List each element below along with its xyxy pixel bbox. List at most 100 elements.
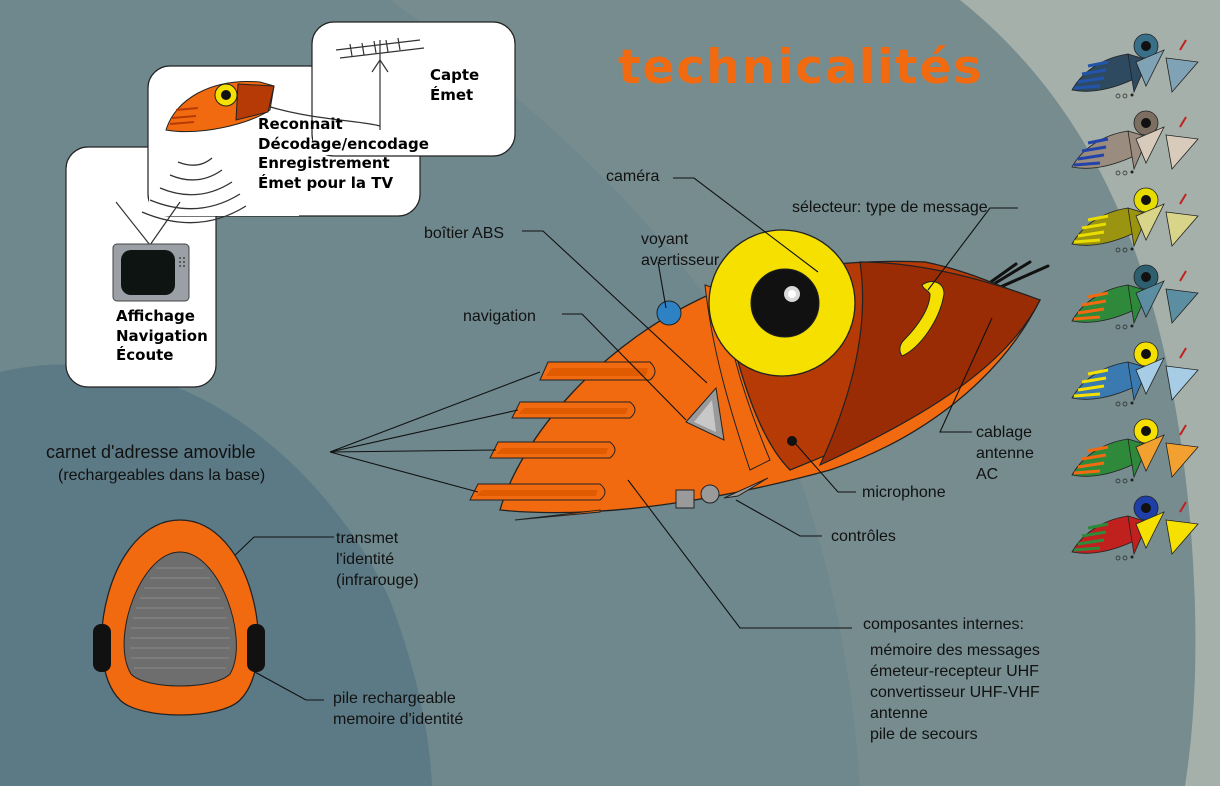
color-variant-blue	[1071, 341, 1199, 407]
color-variant-part	[1135, 203, 1165, 241]
color-variant-part	[1122, 170, 1128, 176]
color-variant-part	[1165, 288, 1199, 324]
device-box-line: Décodage/encodage	[258, 134, 429, 153]
color-variant-part	[1135, 126, 1165, 164]
battery-line: pile rechargeable	[333, 690, 456, 707]
color-variant-part	[1115, 478, 1121, 484]
color-variant-part	[1122, 478, 1128, 484]
tv-antenna-icon	[115, 201, 181, 246]
tv-box-line: Écoute	[116, 346, 174, 364]
color-variant-part	[1115, 170, 1121, 176]
controls-label: contrôles	[831, 528, 896, 545]
internal-component-item: antenne	[870, 705, 928, 722]
color-variant-part	[1073, 522, 1109, 552]
color-variant-part	[1073, 368, 1109, 398]
color-variant-part	[1115, 555, 1121, 561]
color-variant-taupe	[1071, 110, 1199, 176]
abs-case-label: boîtier ABS	[424, 225, 505, 242]
color-variant-part	[1141, 503, 1151, 513]
color-variant-part	[1115, 401, 1121, 407]
color-variant-part	[1179, 424, 1187, 436]
color-variant-part	[1115, 324, 1121, 330]
color-variant-part	[1130, 93, 1134, 97]
device-box-line: Enregistrement	[258, 154, 390, 172]
color-variant-part	[1165, 519, 1199, 555]
color-variant-green	[1071, 264, 1199, 330]
color-variant-part	[1130, 478, 1134, 482]
microphone-label: microphone	[862, 484, 946, 501]
color-variant-part	[1165, 134, 1199, 170]
control-circle	[700, 484, 720, 504]
color-variant-part	[1165, 442, 1199, 478]
color-variant-part	[1130, 401, 1134, 405]
main-device	[469, 229, 1050, 521]
identity-line: (infrarouge)	[336, 572, 419, 589]
selector-label: sélecteur: type de message	[792, 199, 988, 216]
color-variant-part	[1179, 501, 1187, 513]
color-variant-part	[1179, 39, 1187, 51]
address-book-label: carnet d'adresse amovible	[46, 442, 256, 462]
color-variant-part	[1141, 349, 1151, 359]
antenna-box-line: Capte	[430, 66, 480, 84]
device-box-line: Reconnait	[258, 115, 343, 133]
identity-line: l'identité	[336, 551, 395, 568]
mini-device-icon	[165, 81, 275, 133]
warning-light-line: voyant	[641, 231, 689, 248]
tv-box-line: Navigation	[116, 326, 208, 345]
cable-line: antenne	[976, 445, 1034, 462]
address-book-remote	[93, 519, 265, 716]
color-variant-olive	[1071, 187, 1199, 253]
leader-lines	[177, 177, 1018, 701]
warning-light-line: avertisseur	[641, 252, 720, 269]
color-variant-part	[1122, 555, 1128, 561]
color-variant-part	[1135, 511, 1165, 549]
internal-component-item: émeteur-recepteur UHF	[870, 663, 1039, 680]
navigation-label: navigation	[463, 308, 536, 325]
antenna-box-text: Capte Émet	[430, 66, 479, 105]
color-variant-part	[1179, 270, 1187, 282]
color-variant-part	[1122, 247, 1128, 253]
address-book-note: (rechargeables dans la base)	[58, 467, 266, 484]
color-variant-part	[1141, 41, 1151, 51]
selector-switch	[899, 281, 945, 357]
control-square	[675, 489, 695, 509]
color-variant-part	[1135, 280, 1165, 318]
internal-component-item: pile de secours	[870, 726, 978, 743]
identity-line: transmet	[336, 530, 399, 547]
color-variant-part	[1165, 365, 1199, 401]
color-variant-part	[1073, 445, 1109, 475]
color-variant-part	[1073, 60, 1109, 90]
signal-waves-icon	[141, 157, 247, 224]
color-variant-part	[1130, 247, 1134, 251]
camera-label: caméra	[606, 168, 660, 185]
internal-component-item: mémoire des messages	[870, 642, 1040, 659]
color-variant-part	[1141, 272, 1151, 282]
color-variant-part	[1115, 247, 1121, 253]
cable-line: cablage	[976, 424, 1033, 441]
color-variant-part	[1135, 357, 1165, 395]
color-variant-part	[1141, 195, 1151, 205]
identity-label: transmet l'identité (infrarouge)	[336, 528, 419, 591]
color-variant-part	[1122, 324, 1128, 330]
antenna-box-line: Émet	[430, 85, 474, 104]
microphone-hole	[787, 436, 797, 446]
warning-light-label: voyant avertisseur	[641, 229, 719, 271]
color-variant-part	[1165, 211, 1199, 247]
color-variant-part	[1073, 214, 1109, 244]
color-variant-part	[1073, 137, 1109, 167]
tv-box-text: Affichage Navigation Écoute	[116, 307, 208, 366]
color-variant-part	[1130, 324, 1134, 328]
device-box-text: Reconnait Décodage/encodage Enregistreme…	[258, 115, 429, 193]
color-variants	[1071, 33, 1199, 561]
color-variant-part	[1141, 118, 1151, 128]
control-triangle	[723, 477, 769, 499]
color-variant-navy	[1071, 33, 1199, 99]
color-variant-part	[1115, 93, 1121, 99]
internal-components-title: composantes internes:	[863, 616, 1024, 633]
color-variant-part	[1179, 347, 1187, 359]
battery-line: memoire d'identité	[333, 711, 464, 728]
color-variant-part	[1073, 291, 1109, 321]
color-variant-red	[1071, 495, 1199, 561]
